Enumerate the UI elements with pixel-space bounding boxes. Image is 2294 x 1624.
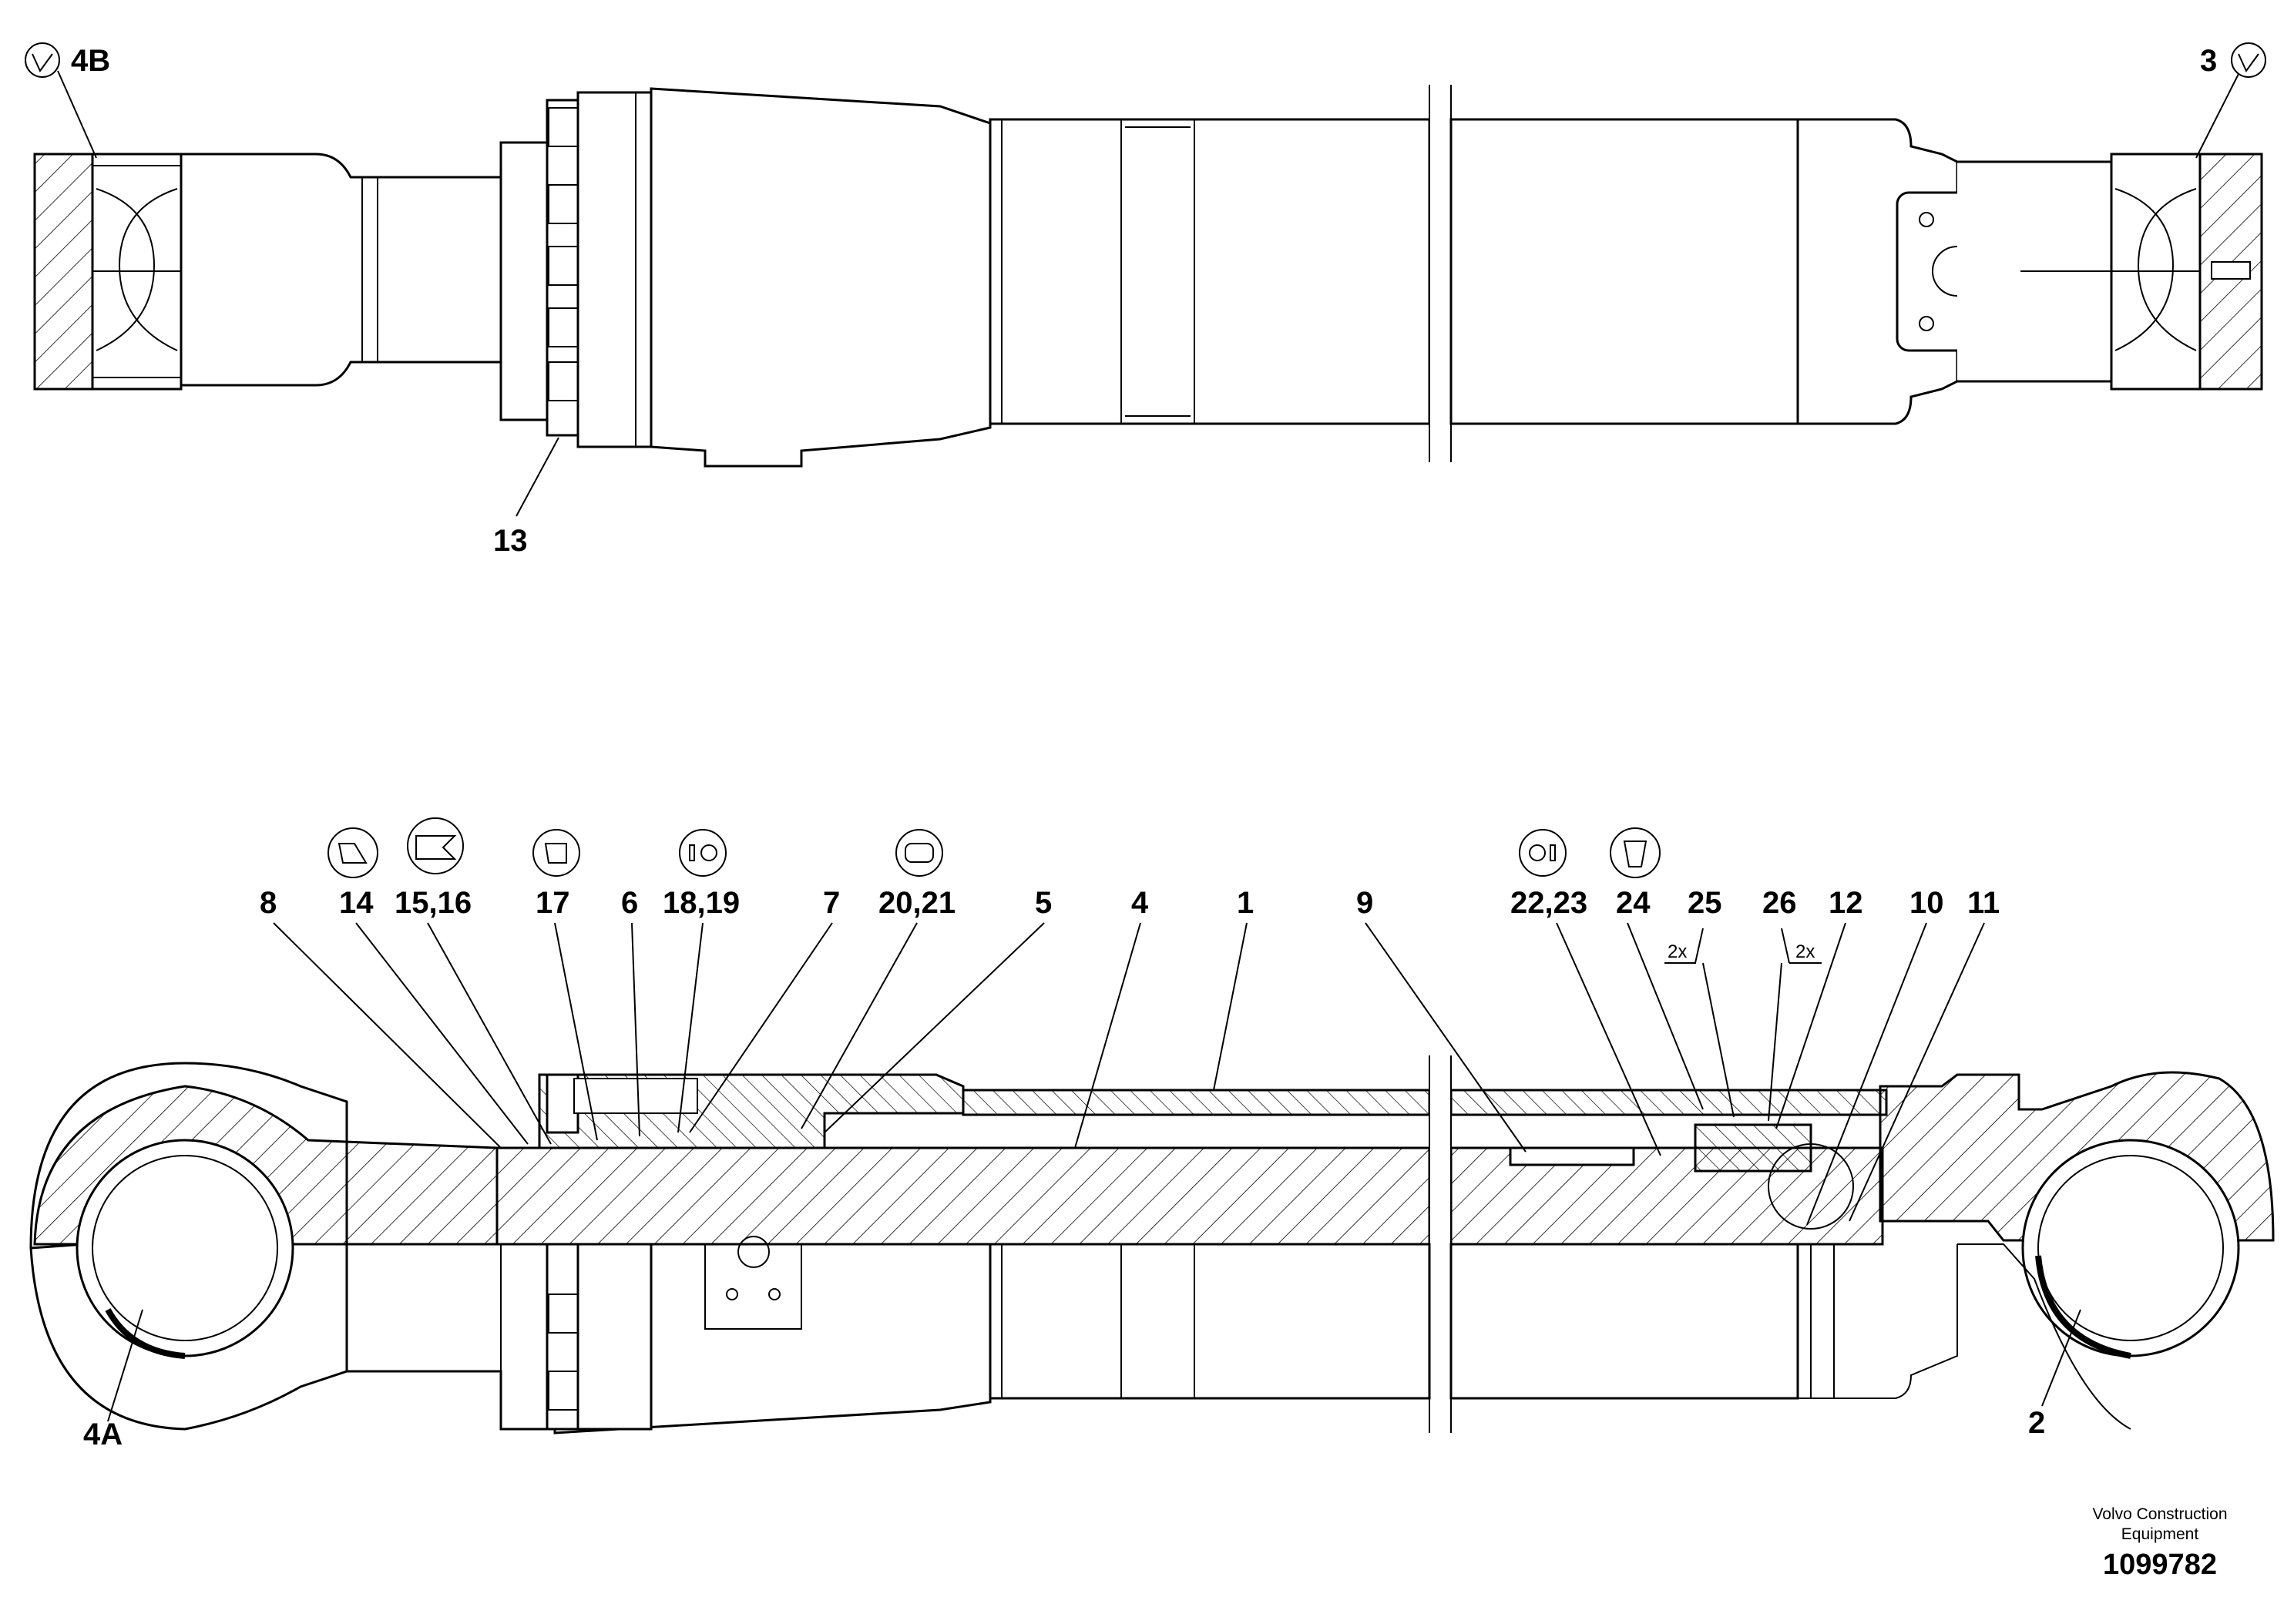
part-label-4a: 4A: [83, 1418, 123, 1451]
part-label-8: 8: [260, 886, 277, 920]
seal-icons: [327, 817, 1661, 878]
callout-13: 13: [493, 437, 559, 558]
callout-3: 3: [2195, 42, 2266, 159]
part-label-24: 24: [1616, 886, 1651, 920]
part-label-17: 17: [536, 886, 570, 920]
part-label-14: 14: [339, 886, 374, 920]
part-label-25: 25: [1688, 886, 1722, 920]
cushion-sleeve: [1509, 1146, 1635, 1166]
right-clevis-section: [2198, 153, 2263, 391]
barrel-wall-left: [962, 1089, 1431, 1116]
seal-icon-24: [1610, 827, 1661, 878]
part-label-12: 12: [1829, 886, 1863, 920]
part-labels: 8 14 15,16 17 6 18,19 7 20,21 5 4 1 9 22…: [83, 886, 2045, 1451]
company-line-1: Volvo Construction: [2092, 1505, 2227, 1523]
title-block: Volvo Construction Equipment 1099782: [2092, 1505, 2227, 1581]
gland-flange: [499, 141, 549, 421]
wiper-icon-15: [407, 817, 464, 874]
part-label-22-23: 22,23: [1510, 886, 1587, 920]
rod-eye-bore-left: [76, 1139, 294, 1357]
part-label-4: 4: [1131, 886, 1149, 920]
part-label-9: 9: [1356, 886, 1373, 920]
part-label-10: 10: [1909, 886, 1944, 920]
left-clevis-section: [33, 153, 94, 391]
piston-rod-left: [495, 1146, 1431, 1246]
seal-icon-17: [532, 829, 580, 877]
part-label-1: 1: [1237, 886, 1254, 920]
qty-2x-right: 2x: [1795, 941, 1815, 962]
part-label-15-16: 15,16: [395, 886, 472, 920]
head-flange: [576, 91, 653, 448]
barrel-right: [1449, 118, 1799, 425]
barrel-wall-right: [1449, 1089, 1888, 1116]
part-label-5: 5: [1035, 886, 1052, 920]
part-label-11: 11: [1967, 886, 2000, 920]
part-label-18-19: 18,19: [663, 886, 740, 920]
callout-3-text: 3: [2200, 44, 2217, 78]
part-label-7: 7: [823, 886, 840, 920]
seal-icon-14: [327, 827, 378, 878]
rod-eye-bore-right: [2021, 1139, 2240, 1357]
section-view: [29, 1055, 2275, 1434]
oring-icon-20: [895, 829, 943, 877]
document-number: 1099782: [2103, 1549, 2217, 1581]
qty-2x-left: 2x: [1668, 941, 1687, 962]
part-label-20-21: 20,21: [878, 886, 956, 920]
rod-eye-neck: [180, 153, 502, 387]
leader-lines: [107, 922, 2081, 1422]
company-line-2: Equipment: [2121, 1525, 2199, 1543]
oring-icon-22: [1519, 829, 1567, 877]
barrel-left: [989, 118, 1431, 425]
callout-4b-text: 4B: [71, 44, 110, 78]
top-view: [33, 85, 2263, 470]
callout-4b: 4B: [25, 42, 110, 159]
callout-13-text: 13: [493, 524, 528, 558]
part-label-2: 2: [2028, 1406, 2045, 1440]
oring-icon-18: [679, 829, 727, 877]
part-label-26: 26: [1762, 886, 1797, 920]
part-label-6: 6: [621, 886, 638, 920]
cylinder-head: [650, 87, 992, 468]
